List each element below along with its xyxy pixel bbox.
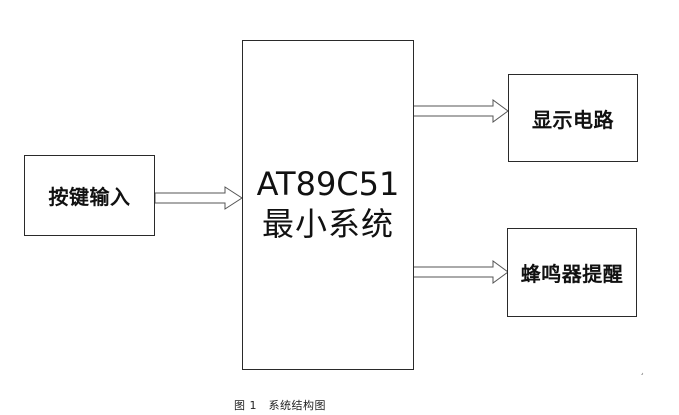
node-mcu-title: 最小系统: [261, 205, 394, 243]
node-mcu-system: AT89C51 最小系统: [242, 40, 414, 370]
node-buzzer-alert-label: 蜂鸣器提醒: [520, 262, 624, 286]
arrow-mcu-to-buzzer: [412, 260, 509, 284]
node-key-input: 按键输入: [24, 155, 155, 236]
node-display-circuit-label: 显示电路: [532, 107, 614, 132]
node-mcu-model: AT89C51: [256, 165, 400, 204]
node-buzzer-alert: 蜂鸣器提醒: [507, 228, 637, 317]
figure-caption: 图 1 系统结构图: [234, 399, 326, 412]
node-display-circuit: 显示电路: [508, 74, 638, 162]
arrow-input-to-mcu: [154, 186, 243, 210]
node-key-input-label: 按键输入: [48, 185, 131, 209]
arrow-mcu-to-display: [412, 99, 509, 123]
corner-mark: ¸: [640, 366, 645, 376]
